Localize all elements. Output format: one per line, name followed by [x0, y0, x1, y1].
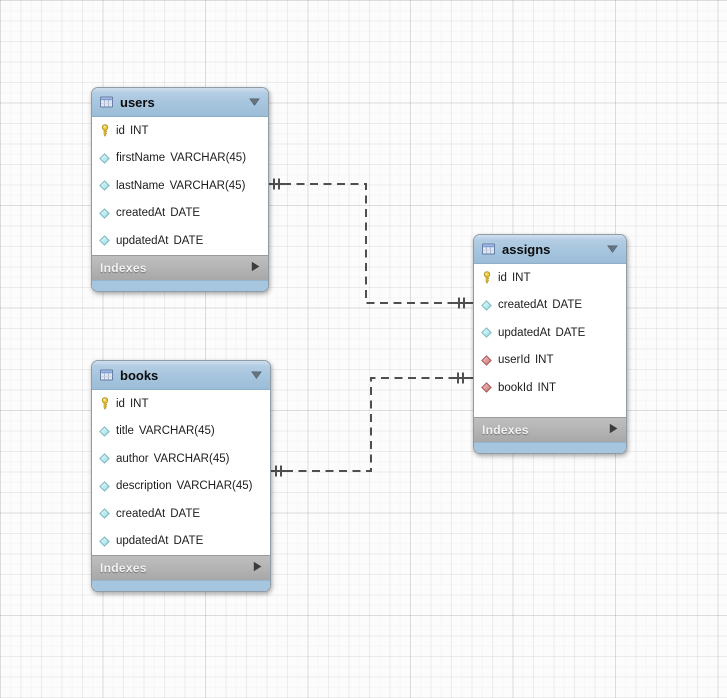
- collapse-arrow-icon[interactable]: [249, 93, 260, 111]
- column-name: firstName: [116, 152, 166, 165]
- column-name: id: [498, 271, 507, 284]
- column-name: title: [116, 425, 134, 438]
- column-type: DATE: [552, 299, 583, 312]
- table-books[interactable]: books id INT title VARCHAR(45) author VA…: [91, 360, 271, 592]
- column-type: VARCHAR(45): [138, 425, 215, 438]
- table-users[interactable]: users id INT firstName VARCHAR(45) lastN…: [91, 87, 269, 292]
- table-header[interactable]: books: [92, 361, 270, 390]
- column-type: VARCHAR(45): [169, 179, 246, 192]
- table-footer-strip: [92, 580, 270, 591]
- table-footer-strip: [474, 442, 626, 453]
- column-type: INT: [129, 124, 149, 137]
- table-icon: [100, 368, 113, 382]
- indexes-bar[interactable]: Indexes: [92, 555, 270, 580]
- table-name: users: [120, 94, 155, 110]
- column-name: author: [116, 452, 149, 465]
- column-name: id: [116, 397, 125, 410]
- indexes-bar[interactable]: Indexes: [474, 417, 626, 442]
- column-row[interactable]: description VARCHAR(45): [92, 473, 270, 501]
- column-name: userId: [498, 354, 530, 367]
- foreign-key-icon: [480, 354, 493, 366]
- column-type: DATE: [173, 234, 204, 247]
- column-name: updatedAt: [116, 234, 169, 247]
- expand-arrow-icon[interactable]: [251, 259, 260, 277]
- table-footer-strip: [92, 280, 268, 291]
- column-type: INT: [129, 397, 149, 410]
- column-row[interactable]: createdAt DATE: [474, 292, 626, 320]
- attribute-icon: [98, 425, 111, 437]
- attribute-icon: [98, 207, 111, 219]
- column-row[interactable]: updatedAt DATE: [92, 227, 268, 255]
- column-name: description: [116, 480, 172, 493]
- attribute-icon: [98, 508, 111, 520]
- column-name: createdAt: [498, 299, 548, 312]
- collapse-arrow-icon[interactable]: [607, 240, 618, 258]
- indexes-label: Indexes: [482, 423, 529, 437]
- relationship-users-assigns[interactable]: [267, 178, 473, 309]
- attribute-icon: [480, 299, 493, 311]
- attribute-icon: [98, 453, 111, 465]
- column-row[interactable]: id INT: [92, 390, 270, 418]
- indexes-bar[interactable]: Indexes: [92, 255, 268, 280]
- column-row[interactable]: id INT: [474, 264, 626, 292]
- indexes-label: Indexes: [100, 561, 147, 575]
- foreign-key-icon: [480, 382, 493, 394]
- attribute-icon: [98, 180, 111, 192]
- attribute-icon: [98, 235, 111, 247]
- column-type: DATE: [173, 535, 204, 548]
- column-type: DATE: [170, 207, 201, 220]
- column-name: id: [116, 124, 125, 137]
- attribute-icon: [480, 327, 493, 339]
- table-header[interactable]: users: [92, 88, 268, 117]
- relationship-books-assigns[interactable]: [269, 372, 473, 477]
- table-icon: [100, 95, 113, 109]
- column-type: VARCHAR(45): [170, 152, 247, 165]
- column-row[interactable]: updatedAt DATE: [474, 319, 626, 347]
- primary-key-icon: [480, 271, 493, 285]
- indexes-label: Indexes: [100, 261, 147, 275]
- attribute-icon: [98, 152, 111, 164]
- column-row[interactable]: createdAt DATE: [92, 200, 268, 228]
- collapse-arrow-icon[interactable]: [251, 366, 262, 384]
- table-header[interactable]: assigns: [474, 235, 626, 264]
- column-type: INT: [537, 381, 557, 394]
- column-type: VARCHAR(45): [153, 452, 230, 465]
- column-row[interactable]: lastName VARCHAR(45): [92, 172, 268, 200]
- column-name: updatedAt: [498, 326, 551, 339]
- column-row[interactable]: userId INT: [474, 347, 626, 375]
- column-row[interactable]: title VARCHAR(45): [92, 418, 270, 446]
- table-name: books: [120, 367, 159, 383]
- primary-key-icon: [98, 397, 111, 411]
- column-row[interactable]: updatedAt DATE: [92, 528, 270, 556]
- column-name: updatedAt: [116, 535, 169, 548]
- table-name: assigns: [502, 241, 551, 257]
- column-row[interactable]: author VARCHAR(45): [92, 445, 270, 473]
- column-row[interactable]: firstName VARCHAR(45): [92, 145, 268, 173]
- column-name: createdAt: [116, 507, 166, 520]
- column-name: bookId: [498, 381, 533, 394]
- column-name: lastName: [116, 179, 165, 192]
- expand-arrow-icon[interactable]: [253, 559, 262, 577]
- attribute-icon: [98, 535, 111, 547]
- table-icon: [482, 242, 495, 256]
- column-row[interactable]: bookId INT: [474, 374, 626, 402]
- column-type: DATE: [555, 326, 586, 339]
- column-type: INT: [534, 354, 554, 367]
- column-name: createdAt: [116, 207, 166, 220]
- column-type: INT: [511, 271, 531, 284]
- column-type: VARCHAR(45): [176, 480, 253, 493]
- attribute-icon: [98, 480, 111, 492]
- expand-arrow-icon[interactable]: [609, 421, 618, 439]
- primary-key-icon: [98, 124, 111, 138]
- column-type: DATE: [170, 507, 201, 520]
- column-row[interactable]: id INT: [92, 117, 268, 145]
- table-assigns[interactable]: assigns id INT createdAt DATE updatedAt …: [473, 234, 627, 454]
- column-row[interactable]: createdAt DATE: [92, 500, 270, 528]
